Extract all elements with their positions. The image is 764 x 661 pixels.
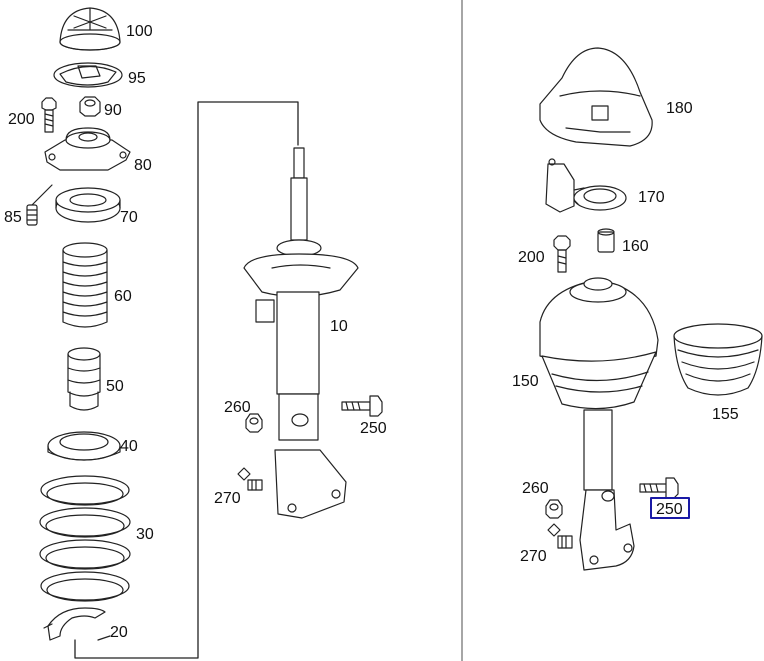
part-10-strut[interactable] bbox=[243, 147, 359, 519]
part-60-bellows[interactable] bbox=[62, 242, 108, 328]
label-260-right[interactable]: 260 bbox=[522, 480, 549, 497]
label-155[interactable]: 155 bbox=[712, 406, 739, 423]
part-155-bellows[interactable] bbox=[673, 323, 763, 396]
part-200-bolt-left[interactable] bbox=[41, 97, 57, 133]
part-270-screw-right[interactable] bbox=[547, 523, 573, 549]
part-70-bearing[interactable] bbox=[55, 187, 121, 223]
label-40[interactable]: 40 bbox=[120, 438, 138, 455]
label-180[interactable]: 180 bbox=[666, 100, 693, 117]
label-200-left[interactable]: 200 bbox=[8, 111, 35, 128]
label-160[interactable]: 160 bbox=[622, 238, 649, 255]
label-80[interactable]: 80 bbox=[134, 157, 152, 174]
part-260-nut-right[interactable] bbox=[545, 499, 563, 519]
label-10[interactable]: 10 bbox=[330, 318, 348, 335]
part-180-cover[interactable] bbox=[539, 47, 653, 147]
part-80-strut-mount[interactable] bbox=[44, 127, 131, 171]
part-20-spring-pad[interactable] bbox=[43, 607, 111, 641]
label-260-left[interactable]: 260 bbox=[224, 399, 251, 416]
label-250-right[interactable]: 250 bbox=[656, 501, 683, 518]
part-170-bracket[interactable] bbox=[545, 158, 627, 213]
part-260-nut-left[interactable] bbox=[245, 413, 263, 433]
part-150-air-strut[interactable] bbox=[539, 277, 659, 571]
label-20[interactable]: 20 bbox=[110, 624, 128, 641]
label-50[interactable]: 50 bbox=[106, 378, 124, 395]
label-270-left[interactable]: 270 bbox=[214, 490, 241, 507]
part-160-nut[interactable] bbox=[597, 228, 615, 253]
highlight-box-250 bbox=[650, 497, 690, 519]
part-250-bolt-right[interactable] bbox=[639, 477, 679, 499]
part-90-nut[interactable] bbox=[79, 96, 101, 117]
part-250-bolt-left[interactable] bbox=[341, 395, 383, 417]
label-70[interactable]: 70 bbox=[120, 209, 138, 226]
label-170[interactable]: 170 bbox=[638, 189, 665, 206]
label-30[interactable]: 30 bbox=[136, 526, 154, 543]
part-270-screw-left[interactable] bbox=[237, 467, 263, 491]
label-60[interactable]: 60 bbox=[114, 288, 132, 305]
label-95[interactable]: 95 bbox=[128, 70, 146, 87]
label-100[interactable]: 100 bbox=[126, 23, 153, 40]
label-90[interactable]: 90 bbox=[104, 102, 122, 119]
part-100-cap[interactable] bbox=[59, 7, 121, 51]
label-250-left[interactable]: 250 bbox=[360, 420, 387, 437]
part-200-bolt-right[interactable] bbox=[553, 235, 571, 273]
label-270-right[interactable]: 270 bbox=[520, 548, 547, 565]
assembly-bracket bbox=[74, 101, 299, 659]
part-85-buffer[interactable] bbox=[26, 184, 53, 226]
label-150[interactable]: 150 bbox=[512, 373, 539, 390]
label-85[interactable]: 85 bbox=[4, 209, 22, 226]
part-30-coil-spring[interactable] bbox=[39, 475, 131, 602]
part-40-spring-seat[interactable] bbox=[47, 431, 121, 461]
part-50-bump-stop[interactable] bbox=[67, 347, 101, 411]
part-95-plate[interactable] bbox=[53, 62, 123, 88]
label-200-right[interactable]: 200 bbox=[518, 249, 545, 266]
